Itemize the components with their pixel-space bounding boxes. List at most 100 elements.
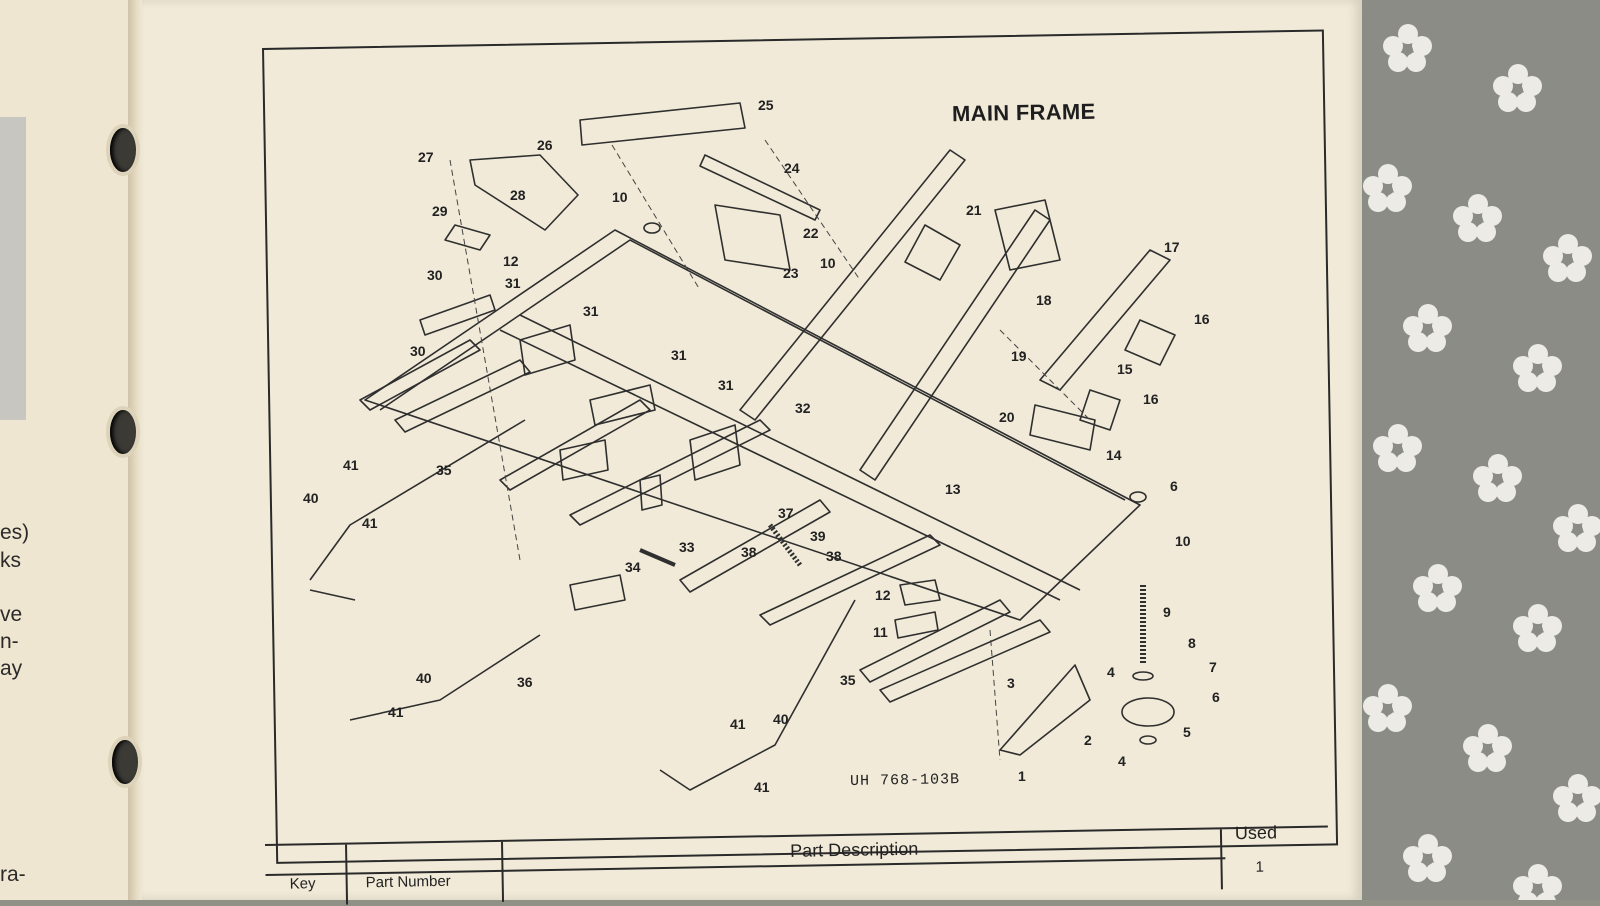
diagram-title: MAIN FRAME [951, 98, 1096, 127]
column-header-part-number: Part Number [365, 872, 451, 892]
part-29 [444, 224, 491, 251]
flower-icon [1360, 680, 1416, 736]
flower-icon [1400, 300, 1456, 356]
flower-icon [1490, 60, 1546, 116]
callout-3: 3 [1007, 675, 1015, 691]
front-beam-right [859, 209, 1051, 481]
washer-4-lower [1139, 735, 1157, 745]
part-25 [579, 102, 746, 146]
callout-16: 16 [1143, 391, 1159, 407]
callout-34: 34 [625, 559, 641, 575]
callout-12: 12 [503, 253, 519, 269]
callout-15: 15 [1117, 361, 1133, 377]
callout-28: 28 [510, 187, 526, 203]
callout-11: 11 [873, 624, 888, 640]
callout-9: 9 [1163, 604, 1171, 620]
callout-40: 40 [416, 670, 432, 686]
used-value: 1 [1255, 858, 1265, 876]
callout-41: 41 [362, 515, 378, 531]
callout-30: 30 [427, 267, 443, 283]
callout-5: 5 [1183, 724, 1191, 740]
left-text-fragment: ve [0, 603, 23, 626]
callout-32: 32 [795, 400, 811, 416]
part-35-lower [659, 599, 856, 791]
gray-tab [0, 117, 26, 420]
left-text-fragment: ks [0, 549, 21, 572]
callout-33: 33 [679, 539, 695, 555]
callout-31: 31 [505, 275, 521, 291]
part-34 [569, 574, 626, 611]
callout-41: 41 [730, 716, 746, 732]
part-24 [699, 154, 821, 221]
washer-4-upper [1132, 671, 1154, 681]
callout-7: 7 [1209, 659, 1217, 675]
hub-5 [1121, 697, 1175, 727]
callout-31: 31 [583, 303, 599, 319]
callout-18: 18 [1036, 292, 1052, 308]
flower-icon [1360, 160, 1416, 216]
callout-13: 13 [945, 481, 961, 497]
callout-8: 8 [1188, 635, 1196, 651]
flower-icon [1400, 830, 1456, 886]
flower-icon [1550, 770, 1600, 826]
column-header-key: Key [289, 875, 316, 893]
callout-1: 1 [1018, 768, 1026, 784]
right-page [142, 0, 1362, 900]
left-text-fragment: es) [0, 521, 30, 544]
main-frame-outline [364, 229, 1141, 621]
drawing-code: UH 768-103B [849, 771, 961, 790]
binder-gutter [128, 0, 144, 900]
flower-icon [1380, 20, 1436, 76]
punch-hole [110, 128, 136, 172]
part-14 [1029, 404, 1096, 451]
part-36 [349, 634, 541, 721]
callout-35: 35 [436, 462, 452, 478]
column-header-used: Used [1234, 822, 1278, 844]
callout-31: 31 [671, 347, 687, 363]
callout-10: 10 [612, 189, 628, 205]
callout-40: 40 [773, 711, 789, 727]
callout-6: 6 [1170, 478, 1178, 494]
callout-20: 20 [999, 409, 1015, 425]
callout-30: 30 [410, 343, 426, 359]
flower-icon [1410, 560, 1466, 616]
callout-21: 21 [966, 202, 982, 218]
callout-10: 10 [1175, 533, 1191, 549]
callout-4: 4 [1107, 664, 1115, 680]
callout-14: 14 [1106, 447, 1122, 463]
spring-39 [768, 523, 802, 567]
callout-6: 6 [1212, 689, 1220, 705]
callout-41: 41 [343, 457, 359, 473]
flower-icon [1510, 340, 1566, 396]
column-header-description: Part Description [790, 838, 919, 861]
callout-41: 41 [754, 779, 770, 795]
left-text-fragment: ra- [0, 863, 26, 886]
part-26 [469, 154, 579, 231]
callout-4: 4 [1118, 753, 1126, 769]
fabric-background [1340, 0, 1600, 900]
callout-26: 26 [537, 137, 553, 153]
part-22-23 [714, 204, 791, 271]
callout-38: 38 [741, 544, 757, 560]
flower-icon [1550, 500, 1600, 556]
callout-37: 37 [778, 505, 794, 521]
front-beam-left [739, 149, 966, 421]
callout-24: 24 [784, 160, 800, 176]
part-15 [1124, 319, 1176, 366]
callout-27: 27 [418, 149, 434, 165]
part-30-31 [419, 294, 496, 336]
flower-icon [1370, 420, 1426, 476]
callout-2: 2 [1084, 732, 1092, 748]
callout-39: 39 [810, 528, 826, 544]
callout-23: 23 [783, 265, 799, 281]
brace-17 [1039, 249, 1171, 391]
callout-31: 31 [718, 377, 734, 393]
punch-hole [110, 410, 136, 454]
callout-10: 10 [820, 255, 836, 271]
flower-icon [1540, 230, 1596, 286]
pin-33 [639, 548, 676, 567]
flower-icon [1460, 720, 1516, 776]
punch-hole [112, 740, 138, 784]
callout-16: 16 [1194, 311, 1210, 327]
